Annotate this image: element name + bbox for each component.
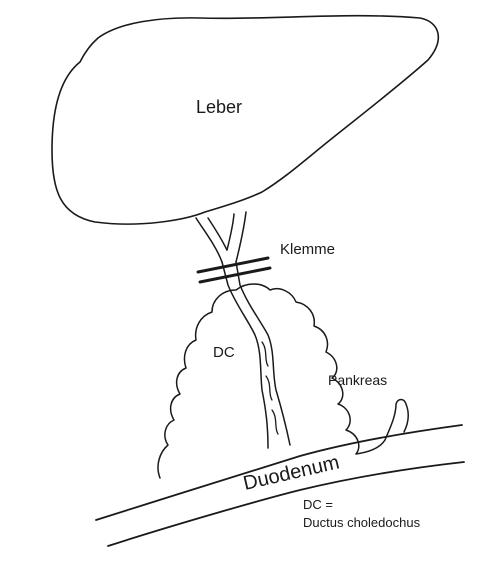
legend-line-2: Ductus choledochus (303, 515, 421, 530)
bile-duct-segment-3 (272, 410, 278, 434)
label-clamp: Klemme (280, 241, 335, 258)
hepatic-duct-right-outer (236, 212, 246, 262)
legend-line-1: DC = (303, 497, 333, 512)
liver-outline (52, 16, 438, 224)
label-pancreas: Pankreas (328, 372, 387, 388)
bile-duct-segment-1 (262, 342, 268, 366)
label-liver: Leber (196, 97, 242, 117)
hepatic-duct-left-outer (196, 218, 222, 262)
bile-duct-segment-2 (266, 376, 272, 400)
label-bile-duct: DC (213, 344, 235, 361)
hepatic-duct-right-inner (227, 214, 234, 250)
hepatic-duct-left-inner (208, 218, 227, 250)
